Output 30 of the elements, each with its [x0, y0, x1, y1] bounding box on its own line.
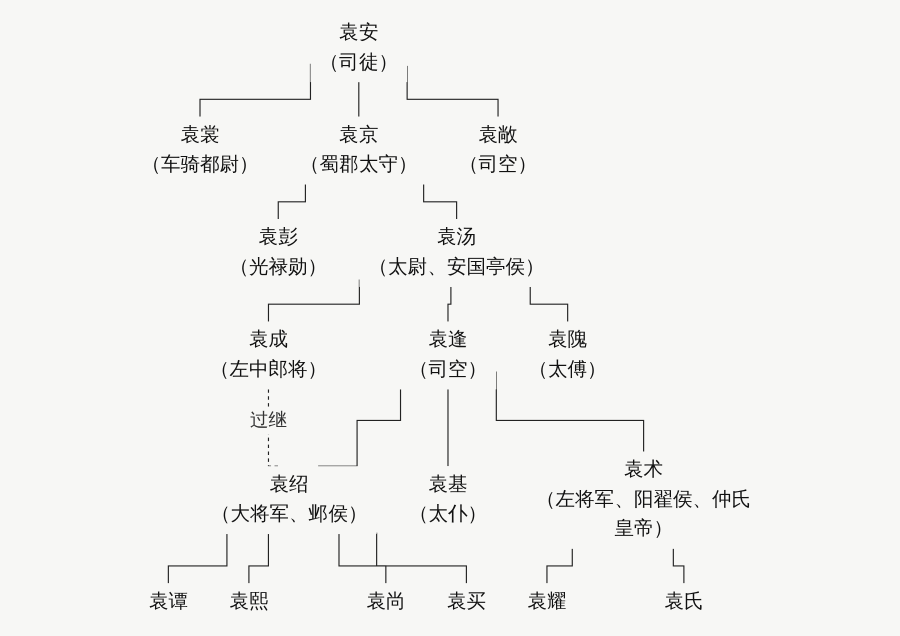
- connector: [358, 82, 360, 118]
- node-text: 袁熙: [229, 590, 268, 614]
- node-text: 袁成 （左中郎将）: [210, 328, 328, 381]
- connector: [447, 286, 452, 322]
- node-text: 袁彭 （光禄勋）: [229, 226, 328, 278]
- connector: [338, 534, 386, 584]
- connector: [376, 532, 467, 584]
- connector: [546, 548, 573, 584]
- node-text: 袁耀: [527, 590, 567, 614]
- connector: [248, 534, 269, 584]
- connector: [318, 389, 402, 467]
- node-text: 袁敞 （司空）: [458, 124, 538, 176]
- edge-label: 过继: [250, 408, 287, 431]
- node-text: 袁买: [446, 590, 486, 614]
- node-text: 袁基 （太仆）: [408, 473, 488, 526]
- node-text: 袁逢 （司空）: [408, 328, 488, 381]
- node-text: 袁术 （左将军、阳翟侯、仲氏皇帝）: [536, 458, 752, 540]
- connector: [168, 534, 228, 584]
- node-text: 袁隗 （太傅）: [528, 328, 607, 381]
- connector: [278, 184, 306, 220]
- connector: [672, 548, 684, 584]
- connector: [447, 389, 449, 467]
- connector: [530, 286, 568, 322]
- connector: [423, 184, 458, 220]
- node-text: 袁氏: [664, 590, 704, 614]
- node-text: 袁汤 （太尉、安国亭侯）: [368, 226, 545, 278]
- node-text: 袁谭: [148, 590, 188, 614]
- node-text: 袁裳 （车骑都尉）: [141, 124, 259, 176]
- node-text: 袁京 （蜀郡太守）: [300, 124, 418, 176]
- node-text: 袁尚: [366, 590, 406, 614]
